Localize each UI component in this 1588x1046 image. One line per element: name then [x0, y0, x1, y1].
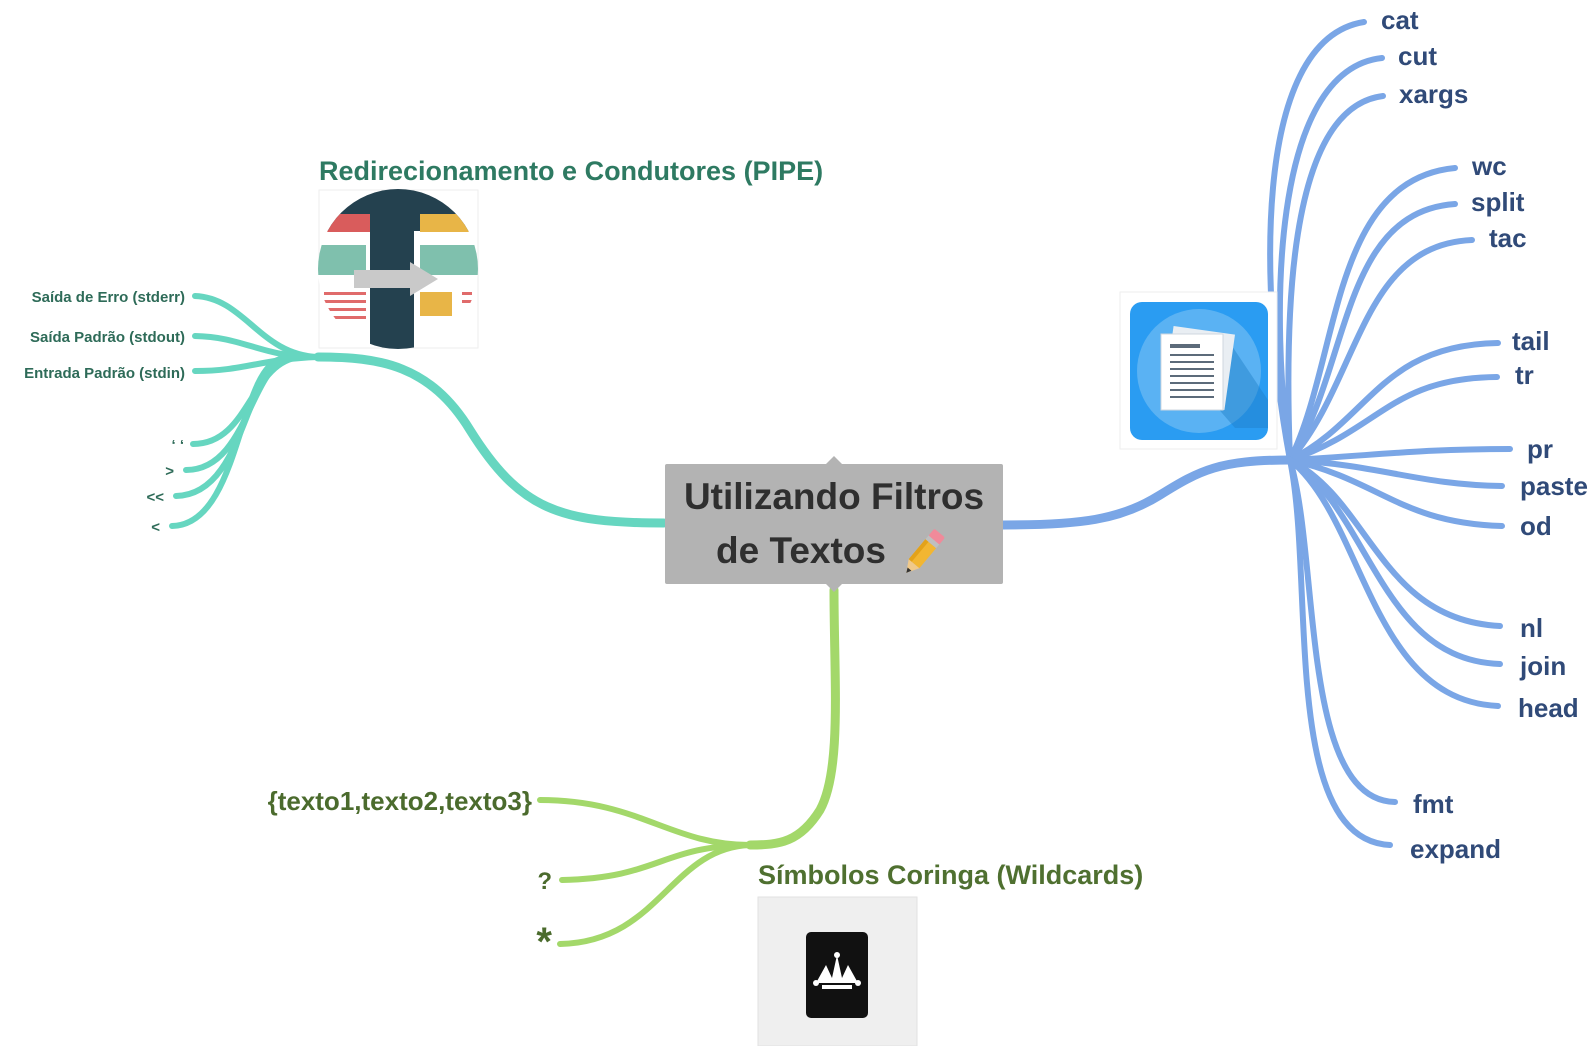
pipe-main-connector [313, 352, 669, 528]
commands-connector-pr [1287, 446, 1513, 463]
command-tr[interactable]: tr [1515, 360, 1534, 390]
commands-main-connector [998, 455, 1295, 530]
wildcard-item-braces[interactable]: {texto1,texto2,texto3} [267, 786, 532, 816]
command-wc[interactable]: wc [1472, 151, 1507, 181]
central-topic-line2-wrap: de Textos [665, 524, 1003, 581]
commands-connector-paste [1287, 457, 1505, 489]
central-topic-line2: de Textos [716, 530, 886, 571]
wildcards-branch [537, 585, 840, 947]
commands-connector-tr [1287, 374, 1500, 463]
central-topic-line1: Utilizando Filtros [683, 476, 985, 517]
pencil-icon [906, 529, 945, 574]
wildcards-connector-question [559, 842, 753, 883]
pipe-item-stdout[interactable]: Saída Padrão (stdout) [29, 329, 185, 346]
commands-connector-fmt [1287, 457, 1398, 805]
command-tac[interactable]: tac [1489, 223, 1527, 253]
command-fmt[interactable]: fmt [1413, 789, 1454, 819]
commands-connector-nl [1287, 457, 1503, 629]
central-topic[interactable]: Utilizando Filtros de Textos [665, 470, 1003, 581]
command-xargs[interactable]: xargs [1399, 79, 1469, 109]
command-od[interactable]: od [1520, 511, 1552, 541]
pipe-item-append[interactable]: << [146, 489, 164, 506]
pipe-connector-stdout [192, 333, 321, 360]
commands-connector-od [1287, 457, 1505, 529]
wildcard-item-question[interactable]: ? [537, 868, 552, 895]
command-cat[interactable]: cat [1381, 5, 1419, 35]
commands-connector-xargs [1285, 93, 1386, 463]
wildcards-main-connector [745, 585, 840, 850]
command-pr[interactable]: pr [1527, 434, 1553, 464]
command-cut[interactable]: cut [1398, 41, 1437, 71]
central-bottom-notch [826, 584, 842, 592]
commands-connector-split [1287, 201, 1458, 463]
wildcards-connector-star [557, 842, 753, 947]
wildcards-connector-braces [537, 797, 753, 848]
commands-connector-cat [1267, 19, 1367, 463]
pipe-item-stderr[interactable]: Saída de Erro (stderr) [31, 289, 185, 306]
commands-connector-expand [1287, 457, 1393, 848]
commands-connector-wc [1287, 165, 1458, 463]
wildcards-branch-title[interactable]: Símbolos Coringa (Wildcards) [758, 860, 1144, 890]
commands-connector-cut [1276, 55, 1385, 463]
pipe-connector-lt [169, 356, 283, 529]
commands-connector-tail [1287, 340, 1501, 463]
command-nl[interactable]: nl [1520, 613, 1544, 643]
command-expand[interactable]: expand [1410, 834, 1502, 864]
pipe-item-lt[interactable]: < [151, 519, 160, 536]
pipe-item-gt[interactable]: > [165, 463, 174, 480]
pipe-branch-title[interactable]: Redirecionamento e Condutores (PIPE) [319, 156, 824, 186]
commands-branch [998, 19, 1513, 848]
document-icon [1119, 291, 1278, 450]
commands-connector-join [1287, 457, 1503, 667]
commands-connector-tac [1287, 237, 1475, 463]
commands-connector-head [1287, 457, 1501, 709]
command-split[interactable]: split [1471, 187, 1525, 217]
command-tail[interactable]: tail [1512, 326, 1550, 356]
command-paste[interactable]: paste [1520, 471, 1588, 501]
command-head[interactable]: head [1518, 693, 1579, 723]
joker-card-icon [757, 896, 918, 1046]
central-topic-box[interactable] [665, 464, 1003, 584]
redirection-pipe-icon [318, 189, 479, 349]
wildcard-item-star[interactable]: * [536, 920, 552, 964]
pipe-branch [169, 293, 669, 529]
pipe-item-backticks[interactable]: ‘ ‘ [171, 437, 184, 454]
central-top-notch [826, 456, 842, 464]
pipe-item-stdin[interactable]: Entrada Padrão (stdin) [24, 365, 185, 382]
command-join[interactable]: join [1520, 651, 1567, 681]
